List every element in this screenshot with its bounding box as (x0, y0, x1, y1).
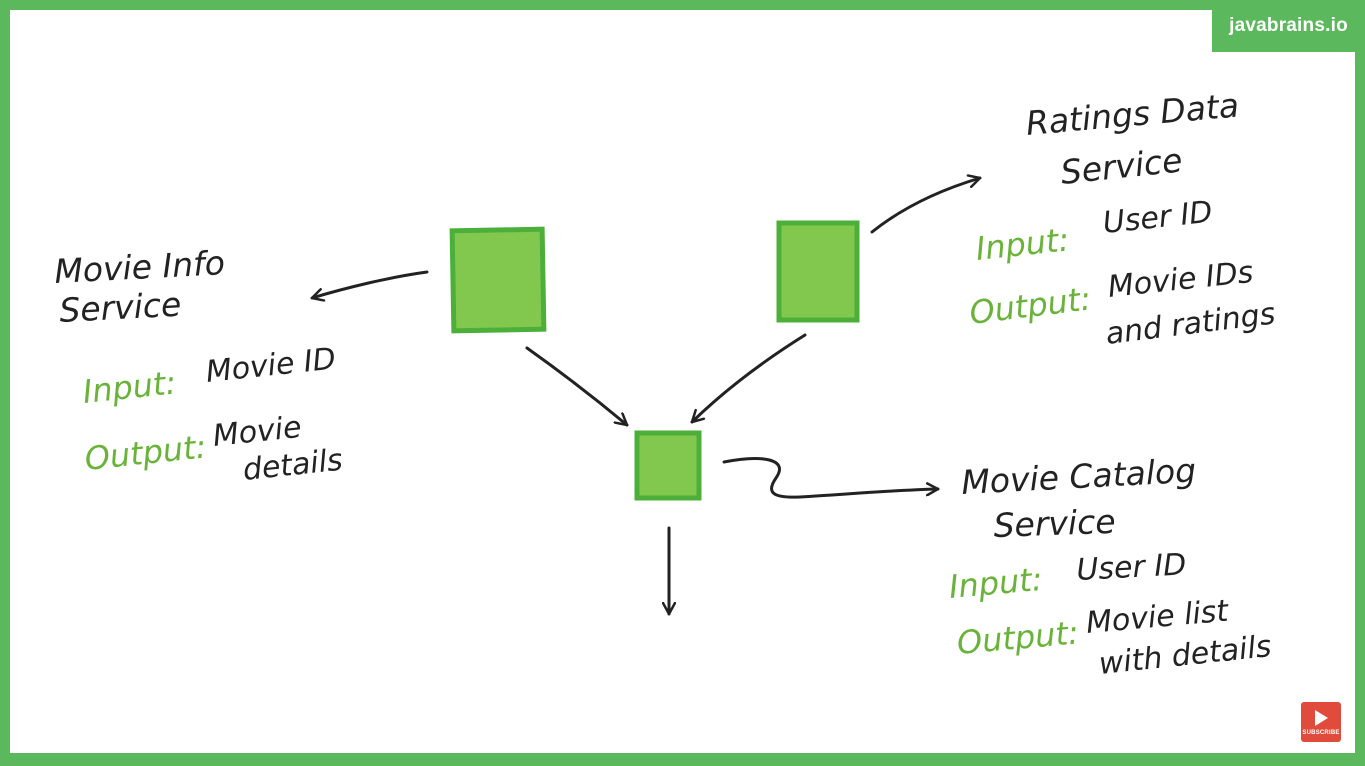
arrow-to-movie-info-label (310, 270, 429, 298)
ratings-output-line1: Movie IDs (1106, 255, 1255, 305)
arrow-ratings-to-catalog (690, 333, 807, 424)
catalog-title-line1: Movie Catalog (960, 451, 1197, 502)
ratings-output-line2: and ratings (1104, 296, 1277, 352)
arrow-to-ratings-label (870, 178, 982, 234)
catalog-output-label: Output: (955, 613, 1080, 661)
movie-info-input-value: Movie ID (204, 342, 337, 390)
play-icon (1314, 710, 1328, 726)
arrow-movie-info-to-catalog (525, 346, 629, 427)
ratings-data-service-label: Ratings Data Service Input: User ID Outp… (967, 86, 1277, 352)
catalog-input-label: Input: (947, 560, 1044, 606)
catalog-output-line1: Movie list (1085, 594, 1231, 641)
movie-info-output-label: Output: (83, 427, 208, 478)
catalog-title-line2: Service (993, 502, 1116, 545)
ratings-output-label: Output: (967, 279, 1093, 332)
whiteboard-canvas (10, 10, 1355, 753)
javabrains-logo[interactable]: javabrains.io (1212, 0, 1365, 52)
movie-info-title-line2: Service (58, 285, 182, 330)
ratings-input-value: User ID (1101, 195, 1214, 241)
ratings-input-label: Input: (974, 220, 1071, 268)
catalog-input-value: User ID (1076, 547, 1188, 588)
ratings-title-line1: Ratings Data (1024, 86, 1240, 143)
arrow-to-catalog-label (722, 457, 940, 499)
movie-info-service-label: Movie Info Service Input: Movie ID Outpu… (53, 243, 344, 488)
subscribe-label: SUBSCRIBE (1302, 730, 1340, 736)
movie-info-input-label: Input: (81, 363, 178, 411)
movie-catalog-service-box (634, 430, 702, 501)
ratings-data-service-box (776, 220, 860, 323)
ratings-title-line2: Service (1059, 140, 1184, 192)
movie-info-title-line1: Movie Info (53, 243, 225, 291)
subscribe-button[interactable]: SUBSCRIBE (1301, 702, 1341, 742)
movie-catalog-service-label: Movie Catalog Service Input: User ID Out… (947, 451, 1273, 682)
movie-info-service-box (449, 226, 547, 334)
